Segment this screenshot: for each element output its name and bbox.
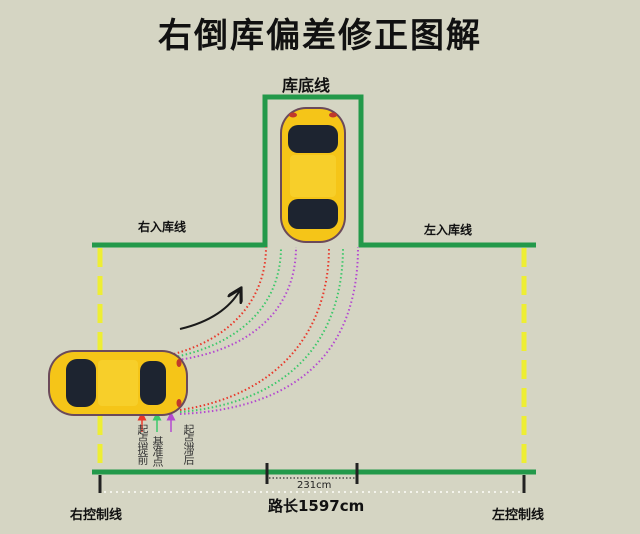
late-path-upper bbox=[169, 246, 297, 362]
page-title: 右倒库偏差修正图解 bbox=[158, 16, 482, 56]
left-control-line-label: 左控制线 bbox=[492, 508, 545, 523]
late-start-label: 起点滞后 bbox=[172, 424, 196, 464]
early-start-label: 起点提前 bbox=[126, 424, 150, 464]
baseline-start-label: 基准点 bbox=[151, 436, 164, 466]
road-length-label: 路长1597cm bbox=[268, 497, 365, 515]
left-entry-line-label: 左入库线 bbox=[424, 223, 473, 237]
baseline-path-upper bbox=[169, 246, 282, 359]
curved-arrow-icon bbox=[179, 290, 240, 330]
garage-bottom-line-label: 库底线 bbox=[282, 76, 331, 95]
early-start-label-line1: 起点 bbox=[136, 424, 149, 444]
early-start-label-line2: 提前 bbox=[136, 444, 149, 464]
garage-outline bbox=[92, 94, 536, 248]
early-path-upper bbox=[169, 246, 267, 356]
late-start-label-line1: 起点 bbox=[182, 424, 195, 444]
late-path-lower bbox=[179, 246, 359, 415]
garage-width-label: 231cm bbox=[297, 480, 332, 491]
right-control-line-label: 右控制线 bbox=[70, 508, 123, 523]
trajectory-paths bbox=[169, 246, 359, 415]
start-car-icon bbox=[48, 350, 188, 416]
late-start-label-line2: 滞后 bbox=[182, 444, 195, 464]
right-entry-line-label: 右入库线 bbox=[138, 220, 187, 234]
baseline-path-lower bbox=[179, 246, 344, 413]
parked-car-icon bbox=[280, 107, 346, 243]
early-path-lower bbox=[179, 246, 330, 411]
